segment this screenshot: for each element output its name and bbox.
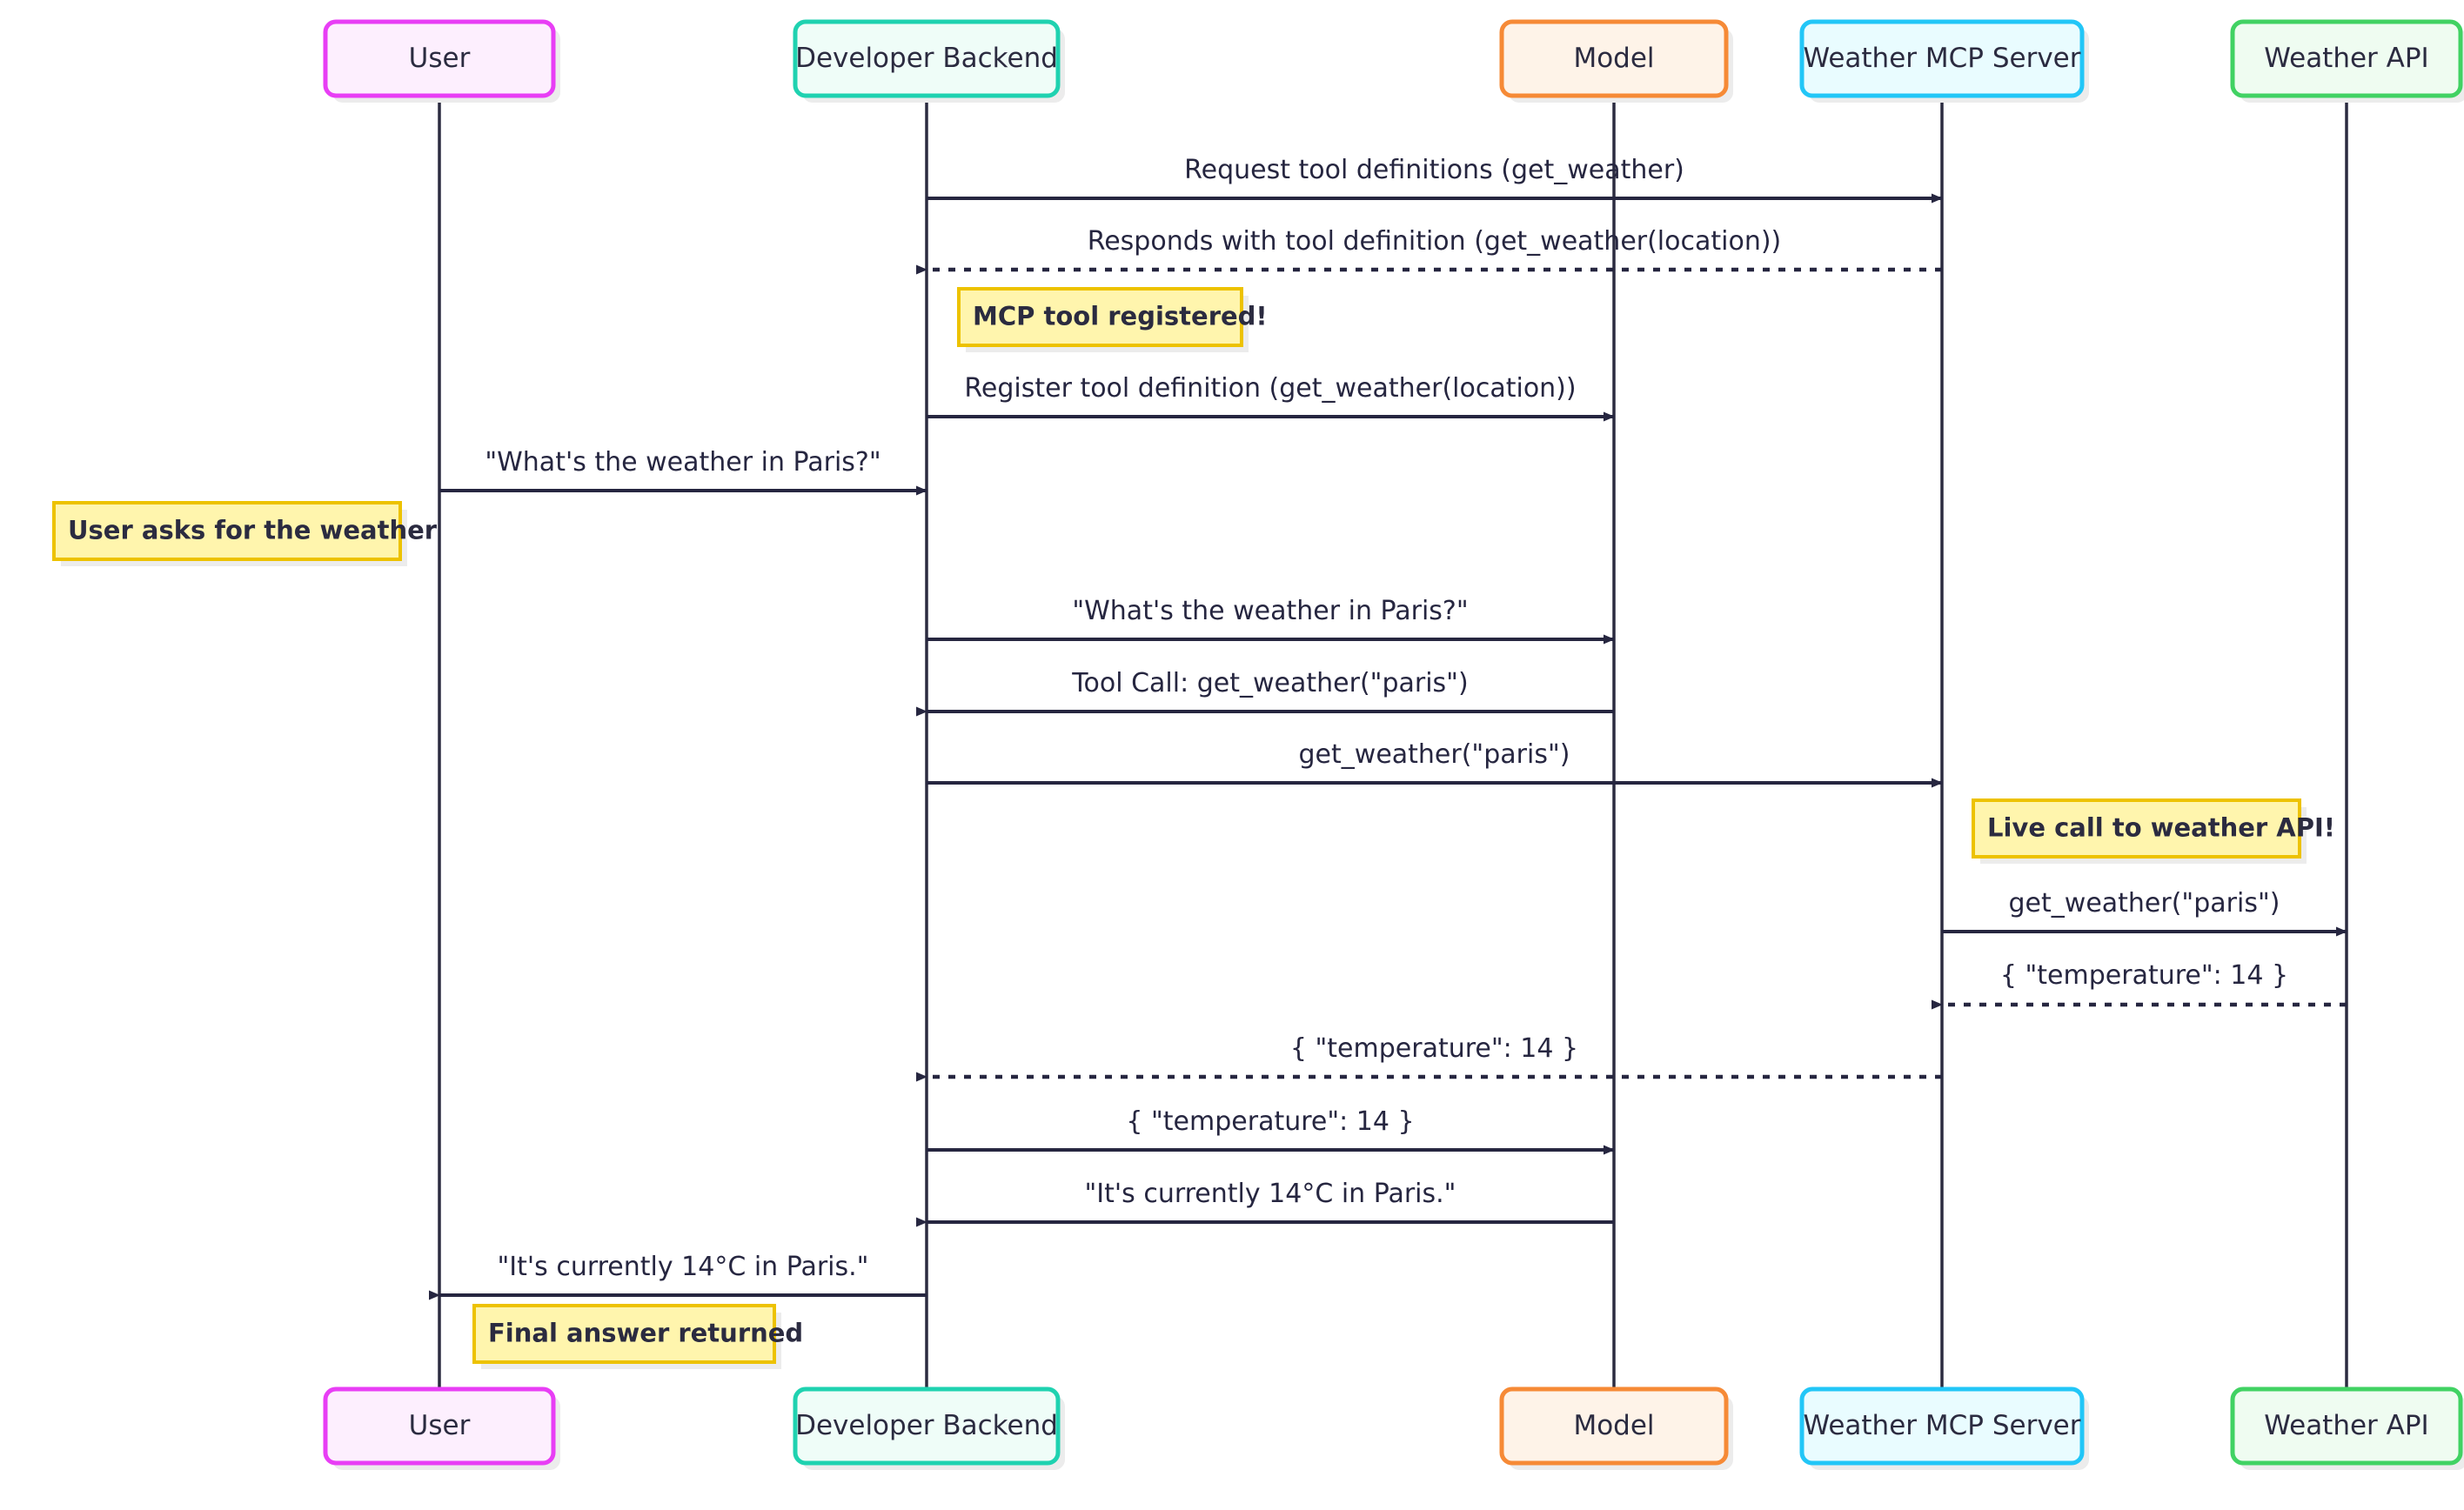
actor-box-user-bottom[interactable]: User <box>323 1386 560 1470</box>
actor-boxes-bottom: User Developer Backend Model Weather MCP Se… <box>323 1386 2464 1470</box>
actor-box-user-top[interactable]: User <box>323 19 560 103</box>
message-1: Request tool definitions (get_weather) <box>927 155 1943 204</box>
note-user-asks: User asks for the weather <box>52 501 438 566</box>
actor-box-backend-bottom[interactable]: Developer Backend <box>793 1386 1065 1470</box>
message-label-2: Responds with tool definition (get_weath… <box>1088 226 1782 257</box>
actor-box-api-bottom[interactable]: Weather API <box>2230 1386 2464 1470</box>
note-label: Final answer returned <box>488 1319 803 1348</box>
message-label-11: { "temperature": 14 } <box>1126 1106 1414 1137</box>
message-label-13: "It's currently 14°C in Paris." <box>498 1252 869 1282</box>
message-label-6: Tool Call: get_weather("paris") <box>1071 668 1468 698</box>
actor-box-model-top[interactable]: Model <box>1499 19 1733 103</box>
note-frame <box>1972 798 2301 859</box>
note-frame <box>52 501 402 561</box>
message-label-1: Request tool definitions (get_weather) <box>1184 155 1684 185</box>
actor-boxes-top: User Developer Backend Model Weather MCP Se… <box>323 19 2464 103</box>
actor-box-frame <box>323 19 556 98</box>
message-7: get_weather("paris") <box>927 739 1943 788</box>
message-label-8: get_weather("paris") <box>2009 888 2280 919</box>
actor-label-model: Model <box>1573 1410 1654 1441</box>
actor-box-frame <box>1799 19 2085 98</box>
note-frame <box>957 287 1243 347</box>
message-label-7: get_weather("paris") <box>1299 739 1570 770</box>
actor-box-mcp-bottom[interactable]: Weather MCP Server <box>1799 1386 2089 1470</box>
note-live-call: Live call to weather API! <box>1972 798 2335 864</box>
note-mcp-tool-registered: MCP tool registered! <box>957 287 1268 352</box>
note-label: Live call to weather API! <box>1987 813 2335 843</box>
message-label-10: { "temperature": 14 } <box>1290 1033 1578 1064</box>
actor-box-api-top[interactable]: Weather API <box>2230 19 2464 103</box>
note-frame <box>472 1304 776 1364</box>
message-2: Responds with tool definition (get_weath… <box>916 226 1942 275</box>
message-label-9: { "temperature": 14 } <box>2000 960 2288 991</box>
message-label-5: "What's the weather in Paris?" <box>1072 596 1468 626</box>
message-8: get_weather("paris") <box>1942 888 2347 937</box>
actor-label-mcp: Weather MCP Server <box>1804 43 2081 74</box>
actor-box-frame <box>1499 1386 1729 1466</box>
note-final-answer: Final answer returned <box>472 1304 803 1369</box>
actor-label-api: Weather API <box>2264 1410 2428 1441</box>
message-label-3: Register tool definition (get_weather(lo… <box>964 373 1576 404</box>
actor-box-frame <box>793 19 1061 98</box>
notes-layer: MCP tool registered! User asks for the we… <box>52 287 2335 1369</box>
message-label-4: "What's the weather in Paris?" <box>485 447 880 478</box>
message-5: "What's the weather in Paris?" <box>927 596 1615 645</box>
note-label: MCP tool registered! <box>973 302 1268 331</box>
lifelines-layer <box>438 96 2348 1389</box>
actor-box-frame <box>2230 19 2463 98</box>
actor-label-backend: Developer Backend <box>795 43 1058 74</box>
actor-box-frame <box>323 1386 556 1466</box>
message-13: "It's currently 14°C in Paris." <box>429 1252 927 1300</box>
actor-label-user: User <box>409 1410 471 1441</box>
actor-box-mcp-top[interactable]: Weather MCP Server <box>1799 19 2089 103</box>
actor-box-frame <box>1499 19 1729 98</box>
message-4: "What's the weather in Paris?" <box>439 447 927 496</box>
actor-box-frame <box>1799 1386 2085 1466</box>
message-3: Register tool definition (get_weather(lo… <box>927 373 1615 422</box>
message-10: { "temperature": 14 } <box>916 1033 1942 1082</box>
actor-box-backend-top[interactable]: Developer Backend <box>793 19 1065 103</box>
message-12: "It's currently 14°C in Paris." <box>916 1179 1614 1227</box>
actor-label-backend: Developer Backend <box>795 1410 1058 1441</box>
actor-label-user: User <box>409 43 471 74</box>
actor-label-api: Weather API <box>2264 43 2428 74</box>
actor-label-mcp: Weather MCP Server <box>1804 1410 2081 1441</box>
actor-box-model-bottom[interactable]: Model <box>1499 1386 1733 1470</box>
actor-label-model: Model <box>1573 43 1654 74</box>
message-9: { "temperature": 14 } <box>1932 960 2347 1010</box>
message-6: Tool Call: get_weather("paris") <box>916 668 1614 717</box>
message-11: { "temperature": 14 } <box>927 1106 1615 1155</box>
message-label-12: "It's currently 14°C in Paris." <box>1085 1179 1456 1209</box>
actor-box-frame <box>793 1386 1061 1466</box>
note-label: User asks for the weather <box>68 516 438 545</box>
actor-box-frame <box>2230 1386 2463 1466</box>
messages-layer: Request tool definitions (get_weather) Re… <box>429 155 2347 1300</box>
